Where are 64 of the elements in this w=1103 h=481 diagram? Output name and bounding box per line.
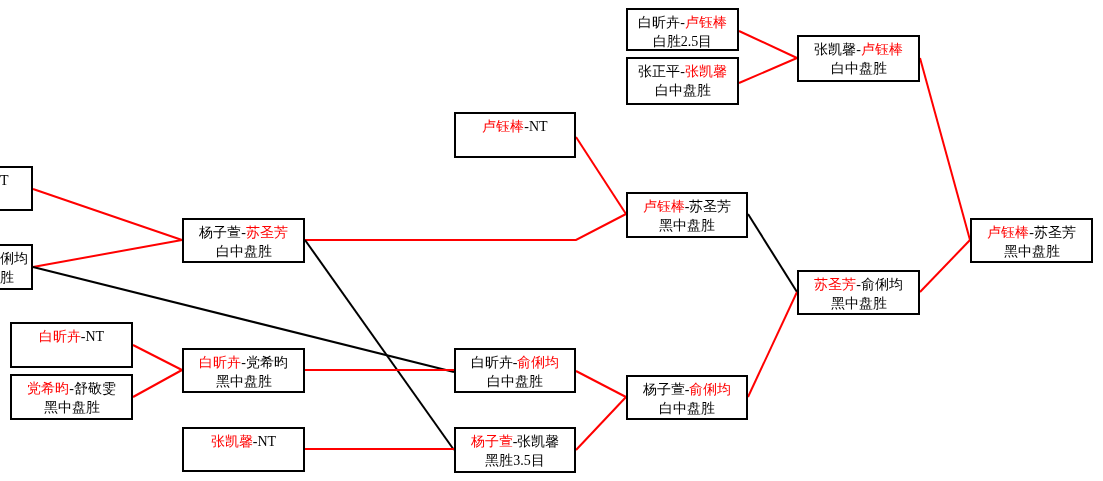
- player-names: 白昕卉-NT: [38, 328, 105, 346]
- player-names: 杨子萱-张凯馨: [470, 433, 560, 451]
- player-names: 白昕卉-俞俐均: [470, 354, 560, 372]
- bracket-line: [304, 448, 455, 450]
- bracket-line: [575, 396, 627, 451]
- match-box: [626, 8, 739, 51]
- bracket-line: [919, 239, 971, 293]
- match-box: [182, 218, 305, 263]
- match-box: [0, 166, 33, 211]
- bracket-line: [575, 136, 627, 215]
- bracket-line: [32, 239, 183, 268]
- player-names: 卢钰棒-苏圣芳: [642, 198, 732, 216]
- match-box: [10, 374, 133, 420]
- player-names: 杨子萱-苏圣芳: [199, 224, 288, 242]
- player-names: 杨子萱-俞俐均: [642, 381, 732, 399]
- bracket-line: [132, 344, 183, 371]
- match-box: [626, 375, 748, 420]
- player-names: 党希昀-舒敬雯: [27, 380, 116, 398]
- player-names: 张凯馨-NT: [210, 433, 277, 451]
- result-text: 白中盘胜: [659, 400, 715, 418]
- result-text: 白中盘胜: [830, 60, 887, 78]
- player-names: 张凯馨-卢钰棒: [814, 41, 903, 59]
- result-text: 黑胜3.5目: [485, 452, 545, 470]
- match-box: [626, 192, 748, 238]
- match-box: [0, 244, 33, 290]
- bracket-line: [738, 30, 798, 59]
- bracket-line: [747, 291, 798, 398]
- bracket-line: [747, 213, 798, 293]
- match-box: [797, 35, 920, 82]
- result-text: 白中盘胜: [487, 373, 543, 391]
- match-box: [454, 427, 576, 473]
- result-text: 黑中盘胜: [659, 217, 715, 235]
- match-box: [626, 57, 739, 105]
- bracket-line: [575, 370, 627, 398]
- result-text: 黑中盘胜: [43, 399, 100, 417]
- player-names: 白昕卉-卢钰棒: [638, 14, 727, 32]
- result-text: 黑中盘胜: [215, 373, 272, 391]
- result-text: 白中盘胜: [654, 82, 711, 100]
- player-names: 卢钰棒-苏圣芳: [987, 224, 1076, 242]
- player-names: 白昕卉-党希昀: [199, 354, 288, 372]
- result-text: 胜: [0, 269, 14, 287]
- bracket-line: [32, 266, 455, 373]
- bracket-line: [304, 369, 455, 371]
- result-text: 黑中盘胜: [1003, 243, 1060, 261]
- player-names: 卢钰棒-NT: [482, 118, 548, 136]
- result-text: 白中盘胜: [215, 243, 272, 261]
- bracket-line: [304, 213, 627, 241]
- result-text: 白胜2.5目: [652, 33, 713, 51]
- match-box: [182, 348, 305, 393]
- bracket-line: [132, 369, 183, 398]
- match-box: [454, 112, 576, 158]
- bracket-line: [32, 188, 183, 241]
- player-names: 俐均: [0, 250, 28, 268]
- match-box: [970, 218, 1093, 263]
- match-box: [454, 348, 576, 393]
- match-box: [10, 322, 133, 368]
- result-text: 黑中盘胜: [830, 295, 887, 313]
- player-names: 张正平-张凯馨: [638, 63, 727, 81]
- player-names: 苏圣芳-俞俐均: [814, 276, 903, 294]
- bracket-line: [304, 239, 455, 451]
- player-names: T: [0, 172, 9, 190]
- match-box: [797, 270, 920, 315]
- match-box: [182, 427, 305, 472]
- bracket-line: [738, 57, 798, 84]
